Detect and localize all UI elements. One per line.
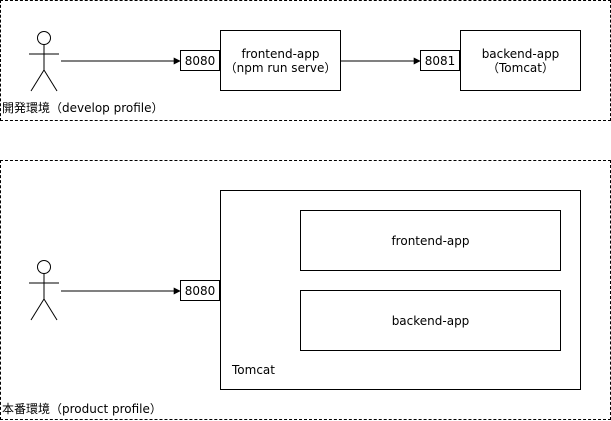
frontend-port-badge: 8080 bbox=[180, 50, 220, 71]
product-backend-title: backend-app bbox=[391, 313, 470, 328]
develop-environment-label: 開発環境（develop profile） bbox=[2, 101, 164, 115]
backend-port-badge: 8081 bbox=[420, 50, 460, 71]
frontend-port-label: 8080 bbox=[184, 53, 216, 68]
develop-backend-title: backend-app bbox=[481, 46, 560, 61]
backend-port-label: 8081 bbox=[424, 53, 456, 68]
product-backend-box: backend-app bbox=[300, 290, 561, 351]
product-environment-label: 本番環境（product profile） bbox=[2, 402, 162, 416]
develop-backend-box: backend-app （Tomcat） bbox=[460, 30, 581, 91]
develop-frontend-title: frontend-app bbox=[241, 46, 320, 61]
tomcat-port-label: 8080 bbox=[184, 283, 216, 298]
product-frontend-box: frontend-app bbox=[300, 210, 561, 271]
user-person-icon bbox=[29, 260, 59, 321]
tomcat-container-label: Tomcat bbox=[232, 363, 275, 377]
develop-backend-subtitle: （Tomcat） bbox=[487, 60, 554, 75]
product-frontend-title: frontend-app bbox=[391, 233, 470, 248]
developer-person-icon bbox=[29, 31, 59, 92]
develop-frontend-box: frontend-app （npm run serve） bbox=[220, 30, 341, 91]
develop-frontend-subtitle: （npm run serve） bbox=[224, 60, 337, 75]
tomcat-port-badge: 8080 bbox=[180, 280, 220, 301]
